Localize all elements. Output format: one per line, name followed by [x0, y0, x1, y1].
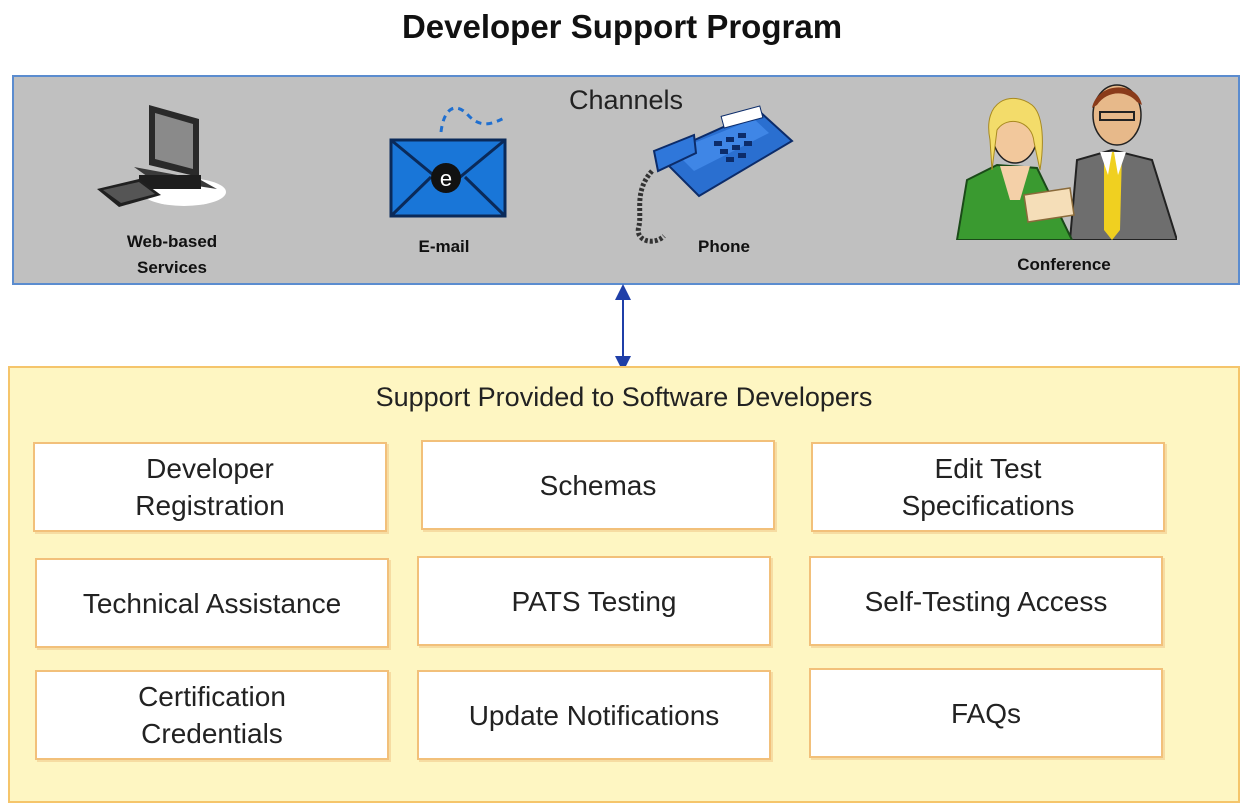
support-item-developer-registration: Developer Registration	[33, 442, 387, 532]
support-item-schemas: Schemas	[421, 440, 775, 530]
support-title: Support Provided to Software Developers	[375, 382, 873, 412]
support-item-pats-testing: PATS Testing	[417, 556, 771, 646]
page-title: Developer Support Program	[401, 8, 843, 45]
channel-email-label: E-mail	[418, 237, 470, 256]
telephone-icon	[635, 105, 794, 244]
support-item-certification-credentials: Certification Credentials	[35, 670, 389, 760]
bidirectional-arrow-icon	[615, 284, 631, 372]
meeting-people-icon	[955, 84, 1177, 240]
channel-conference-label: Conference	[1017, 255, 1111, 274]
support-item-faqs: FAQs	[809, 668, 1163, 758]
channel-phone-label: Phone	[698, 237, 750, 256]
channel-web-label: Web-based Services	[126, 232, 218, 277]
envelope-icon: e	[389, 106, 507, 218]
support-item-self-testing-access: Self-Testing Access	[809, 556, 1163, 646]
support-item-update-notifications: Update Notifications	[417, 670, 771, 760]
support-panel: Support Provided to Software Developers …	[8, 366, 1240, 803]
computer-icon	[97, 105, 226, 207]
support-item-edit-test-specifications: Edit Test Specifications	[811, 442, 1165, 532]
channels-panel: Channels Web-based Services e E-mail	[12, 75, 1240, 285]
svg-text:e: e	[440, 166, 452, 191]
support-item-technical-assistance: Technical Assistance	[35, 558, 389, 648]
